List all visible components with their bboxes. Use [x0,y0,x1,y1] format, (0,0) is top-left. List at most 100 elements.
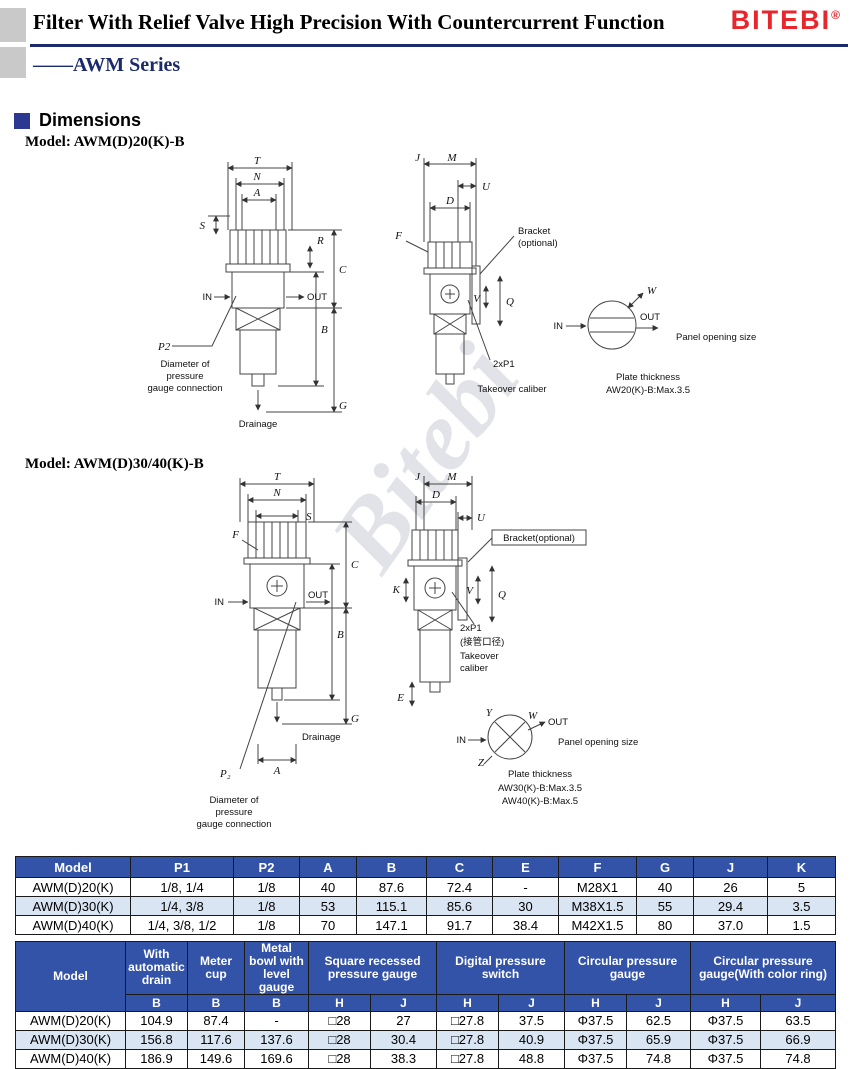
value-cell: 87.4 [187,1010,245,1031]
brand-logo-text: BITEBI [730,5,832,35]
dim-label-s: S [200,220,206,232]
header-rule [30,44,848,47]
bracket-note: Bracket(optional) [503,533,575,544]
value-cell: □28 [308,1048,371,1069]
col-header-a: A [299,856,357,878]
blue-square-bullet [14,112,30,129]
plate-thickness-line2: AW30(K)-B:Max.3.5 [498,783,582,794]
model-cell: AWM(D)30(K) [15,896,131,916]
p1-label: 2xP1 [493,359,515,370]
value-cell: M38X1.5 [558,896,637,916]
value-cell: □27.8 [436,1029,500,1050]
dim-label-g: G [339,400,347,412]
dim-label-v: V [473,293,481,305]
diagram-awm3040: T N S F IN OUT C B G Drainage A P₂ Diame… [196,472,638,830]
value-cell: 37.0 [693,915,768,935]
value-cell: 85.6 [426,896,493,916]
plate-thickness-line2: AW20(K)-B:Max.3.5 [606,385,690,396]
panel-opening-note: Panel opening size [558,737,638,748]
header-row: Model P1 P2 A B C E F G J K [15,856,836,878]
value-cell: 1/8, 1/4 [130,877,234,897]
accessories-table: Model With automatic drain Meter cup Met… [15,941,837,1069]
group-header-auto-drain: With automatic drain [125,941,188,995]
dim-label-m: M [446,152,457,164]
dim-label-f: F [231,529,239,541]
dim-label-u: U [482,181,491,193]
awm3040-panel-view-drawing [468,714,546,765]
out-label: OUT [307,292,327,303]
model-label-awm20: Model: AWM(D)20(K)-B [25,134,185,150]
drainage-label: Drainage [302,732,341,743]
model-cell: AWM(D)40(K) [15,915,131,935]
value-cell: 66.9 [760,1029,837,1050]
dim-label-g: G [351,713,359,725]
plate-thickness-line1: Plate thickness [508,769,572,780]
value-cell: 48.8 [498,1048,566,1069]
dim-label-j: J [415,472,421,483]
group-header-digital-switch: Digital pressure switch [436,941,566,995]
sub-header: B [187,993,245,1012]
plate-thickness-line3: AW40(K)-B:Max.5 [502,796,578,807]
dimensions-heading-text: Dimensions [39,110,142,130]
awm3040-front-view-drawing [228,478,352,770]
value-cell: 147.1 [356,915,427,935]
value-cell: 104.9 [125,1010,188,1031]
value-cell: Φ37.5 [564,1029,628,1050]
value-cell: 3.5 [767,896,836,916]
dim-label-u: U [477,512,486,524]
p2-label: P₂ [219,768,231,780]
model-cell: AWM(D)20(K) [15,1010,126,1031]
awm3040-side-view-drawing [403,476,587,707]
sub-header-row: B B B H J H J H J H J [16,993,837,1012]
dim-label-e: E [396,692,404,704]
p2-label: P2 [157,341,171,353]
col-header-p1: P1 [130,856,234,878]
value-cell: 115.1 [356,896,427,916]
dim-label-m: M [446,472,457,483]
series-title: ——AWM Series [33,54,181,76]
sub-header: J [626,993,692,1012]
dim-label-b: B [337,629,344,641]
sub-header: H [564,993,628,1012]
awm20-side-view-drawing [405,158,515,385]
value-cell: □28 [308,1010,371,1031]
value-cell: 137.6 [244,1029,309,1050]
group-header-meter-cup: Meter cup [187,941,245,995]
value-cell: □27.8 [436,1010,500,1031]
awm20-front-view-drawing [172,162,342,413]
sub-header: J [498,993,566,1012]
panel-in-label: IN [457,735,467,746]
awm3040-diagram-labels: T N S F IN OUT C B G Drainage A P₂ Diame… [196,472,638,830]
page-title: Filter With Relief Valve High Precision … [33,10,665,34]
value-cell: 27 [369,1010,438,1031]
takeover-label-line2: caliber [460,663,488,674]
value-cell: 169.6 [244,1048,309,1069]
value-cell: 1/8 [233,896,300,916]
group-header-row: Model With automatic drain Meter cup Met… [15,941,837,1012]
dim-label-t: T [254,155,261,167]
value-cell: Φ37.5 [690,1029,762,1050]
dim-label-c: C [339,264,347,276]
value-cell: 72.4 [426,877,493,897]
awm20-diagram-labels: T N A S IN OUT R C B G P2 Diameter of pr… [147,152,756,430]
gauge-note-line3: gauge connection [196,819,271,830]
value-cell: 186.9 [125,1048,188,1069]
group-header-circular-ring: Circular pressure gauge(With color ring) [690,941,837,995]
dim-label-q: Q [498,589,506,601]
col-header-k: K [767,856,836,878]
dim-label-k: K [392,584,401,596]
value-cell: - [244,1010,309,1031]
value-cell: 30.4 [369,1029,438,1050]
dimensions-heading: Dimensions [14,110,141,131]
value-cell: 1/8 [233,877,300,897]
awm20-panel-view-drawing [566,292,659,350]
value-cell: 80 [636,915,694,935]
bracket-note-line1: Bracket [518,226,551,237]
sub-header: B [244,993,309,1012]
dim-label-w: W [647,285,657,297]
